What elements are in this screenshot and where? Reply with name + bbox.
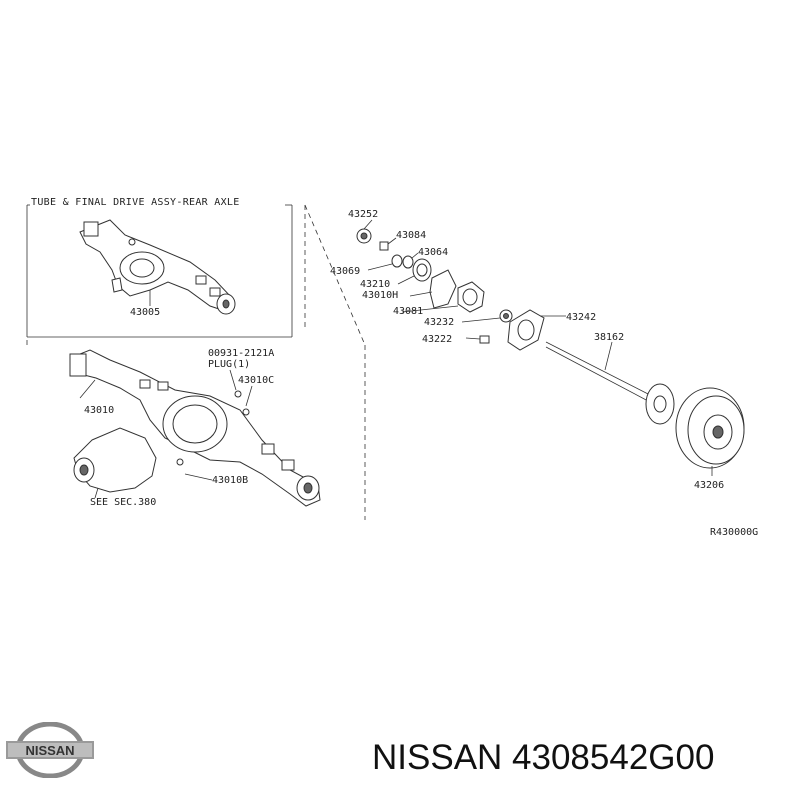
label-43010: 43010: [84, 405, 114, 416]
differential-carrier: [73, 427, 157, 493]
label-43081: 43081: [393, 306, 423, 317]
label-43064: 43064: [418, 247, 448, 258]
label-43010h: 43010H: [362, 290, 398, 301]
label-43252: 43252: [348, 209, 378, 220]
axle-assy-drawing: [79, 219, 236, 315]
exploded-parts: 43252 43084 43064 43069 43210 43010H 430…: [330, 209, 745, 491]
label-38162: 38162: [594, 332, 624, 343]
box-title: TUBE & FINAL DRIVE ASSY-REAR AXLE: [31, 197, 240, 208]
axle-assy-box: TUBE & FINAL DRIVE ASSY-REAR AXLE 43005: [26, 197, 293, 338]
label-plug: PLUG(1): [208, 359, 250, 370]
label-43010b: 43010B: [212, 475, 248, 486]
label-43084: 43084: [396, 230, 426, 241]
label-43210: 43210: [360, 279, 390, 290]
part-caption: NISSAN 4308542G00: [372, 738, 715, 777]
reference-code: R430000G: [710, 527, 758, 538]
label-43005: 43005: [130, 307, 160, 318]
label-43242: 43242: [566, 312, 596, 323]
logo-text: NISSAN: [25, 743, 74, 758]
label-43222: 43222: [422, 334, 452, 345]
dashed-frame: [26, 204, 366, 520]
label-00931-2121a: 00931-2121A: [208, 348, 274, 359]
nissan-logo: NISSAN: [6, 722, 94, 778]
final-drive-housing: [69, 349, 321, 507]
see-section-label: SEE SEC.380: [90, 497, 156, 508]
label-43010c: 43010C: [238, 375, 274, 386]
label-43069: 43069: [330, 266, 360, 277]
label-43232: 43232: [424, 317, 454, 328]
label-43206: 43206: [694, 480, 724, 491]
